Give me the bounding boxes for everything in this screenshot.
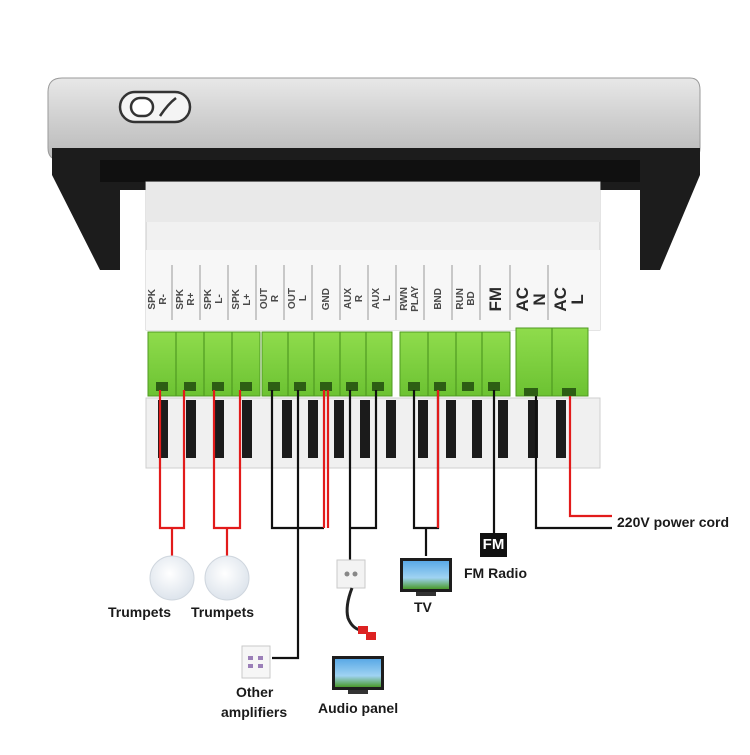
ceiling-speaker-icon: [204, 555, 250, 601]
wires: [158, 390, 612, 660]
audio-panel-label: Audio panel: [318, 700, 399, 716]
terminal-label-fm: FM: [485, 286, 505, 312]
power-cord-label: 220V power cord: [617, 514, 730, 530]
terminal-label-bnd: BND: [432, 288, 444, 310]
terminal-label-aux-r: AUX R: [343, 288, 365, 310]
terminal-label-out-r: OUT R: [259, 288, 281, 310]
terminal-label-spk-l-neg: SPK L-: [203, 288, 225, 310]
tv-icon: [400, 558, 452, 596]
trumpets-label-1: Trumpets: [108, 604, 172, 620]
wall-panel-icon: [241, 645, 271, 679]
other-amplifiers-label-line2: amplifiers: [221, 704, 288, 720]
device-housing: [145, 181, 601, 469]
terminal-label-aux-l: AUX L: [371, 288, 393, 310]
terminal-label-rwn-play: RWN PLAY: [399, 286, 421, 312]
terminal-label-spk-r-neg: SPK R-: [147, 288, 169, 310]
other-amplifiers-label-line1: Other: [236, 684, 274, 700]
ceiling-speaker-icon: [149, 555, 195, 601]
terminal-label-out-l: OUT L: [287, 288, 309, 310]
fm-radio-label: FM Radio: [464, 565, 527, 581]
terminal-label-run-bd: RUN BD: [455, 288, 477, 310]
rca-cable-icon: [336, 559, 376, 640]
terminal-label-gnd: GND: [320, 287, 332, 311]
terminal-blocks: [147, 327, 589, 397]
trumpets-label-2: Trumpets: [191, 604, 255, 620]
terminal-label-spk-r-pos: SPK R+: [175, 288, 197, 310]
terminal-label-spk-l-pos: SPK L+: [231, 288, 253, 310]
slide-switch: [118, 90, 192, 124]
fm-icon: FM: [480, 533, 507, 557]
tv-label: TV: [414, 599, 432, 615]
device-bezel: [47, 77, 701, 270]
terminal-label-ac-l: AC L: [551, 286, 587, 312]
monitor-icon: [332, 656, 384, 694]
terminal-label-ac-n: AC N: [513, 286, 549, 312]
